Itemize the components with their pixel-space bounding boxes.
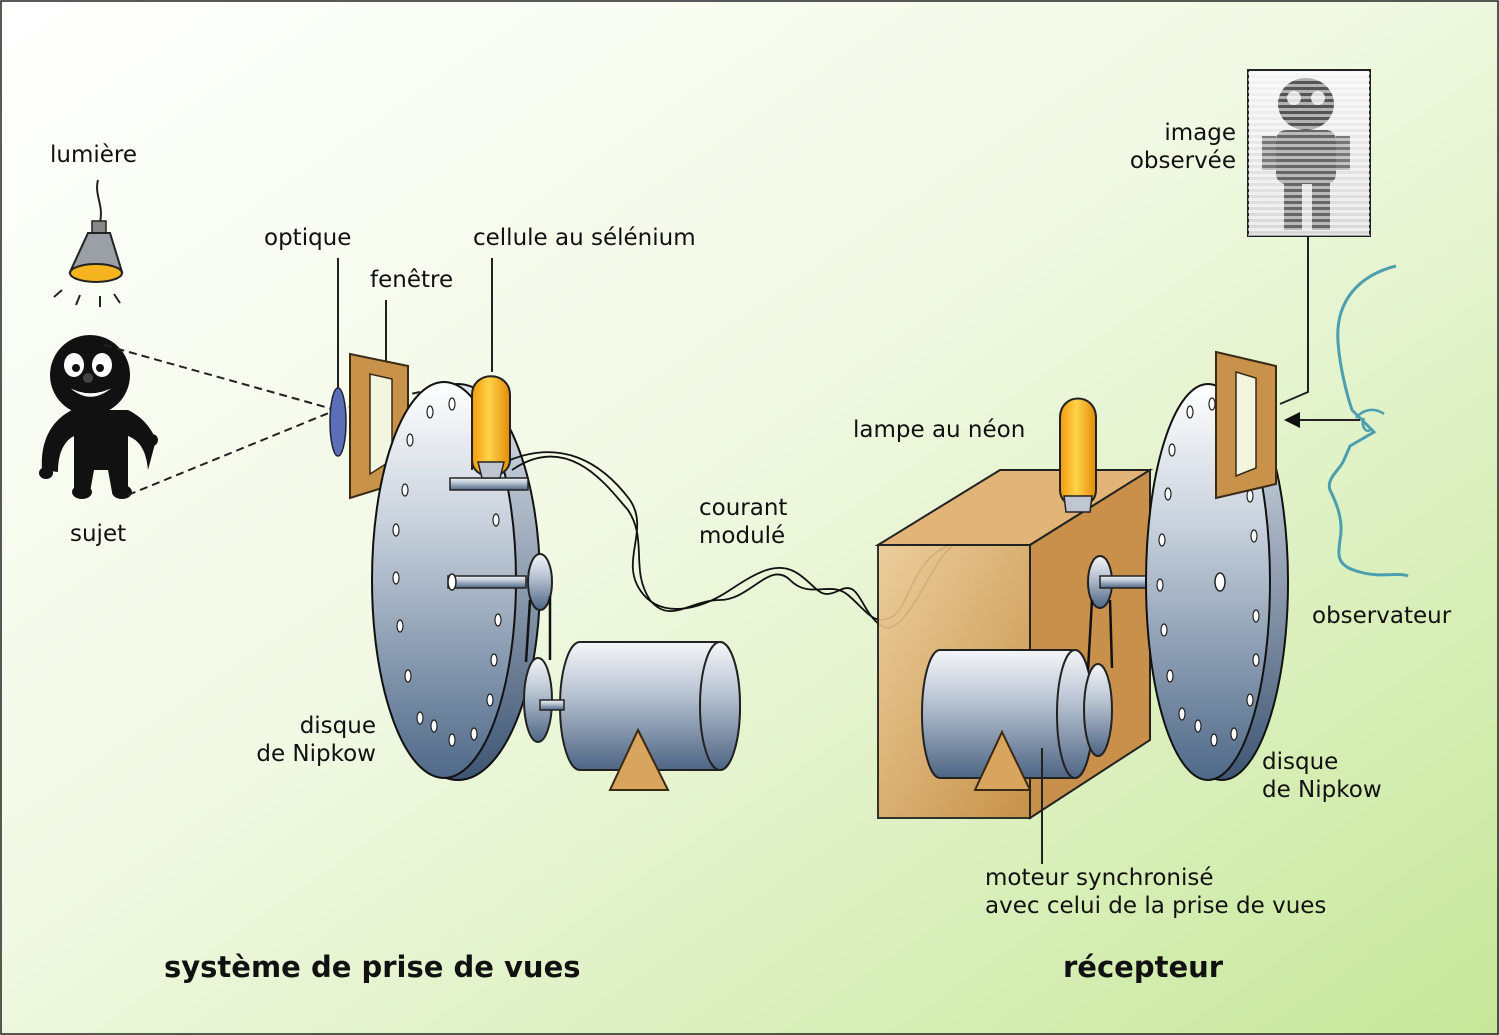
label-disque-right-line1: disque [1262,749,1339,775]
label-observateur: observateur [1312,603,1452,629]
label-cellule: cellule au sélénium [473,225,696,251]
label-lampe-neon: lampe au néon [853,417,1026,443]
right-motor [921,649,1113,791]
subject-figure [39,335,158,499]
title-right: récepteur [1063,950,1224,984]
left-motor [539,641,741,791]
right-window-frame [1215,350,1277,500]
label-disque-left-line1: disque [299,713,376,739]
label-disque-right-line2: de Nipkow [1262,777,1382,803]
lens-icon [329,387,347,457]
neon-lamp-icon [1059,397,1097,513]
label-fenetre: fenêtre [370,267,454,293]
label-image-line1: image [1164,120,1236,146]
label-moteur: moteur synchronisé avec celui de la pris… [985,864,1326,920]
left-pulley-belt [523,553,553,743]
label-image-line2: observée [1129,148,1236,174]
label-lumiere: lumière [50,142,138,168]
sight-arrow [1284,412,1360,428]
selenium-cell-icon [449,375,529,491]
observer-face-icon [1327,264,1409,578]
label-disque-left: disque de Nipkow [236,712,376,768]
label-courant: courant modulé [699,494,787,550]
label-courant-line2: modulé [699,523,786,549]
label-optique: optique [264,225,352,251]
label-disque-right: disque de Nipkow [1262,748,1382,804]
title-left: système de prise de vues [164,950,581,984]
label-image-observee: image observée [1100,119,1236,175]
observed-image [1247,69,1371,237]
label-courant-line1: courant [699,495,788,521]
label-moteur-line1: moteur synchronisé [985,865,1214,891]
right-pulley-belt [1086,555,1151,671]
left-nipkow-disc [371,381,541,781]
lamp-icon [53,179,124,307]
image-leader [1279,236,1309,405]
label-moteur-line2: avec celui de la prise de vues [985,893,1327,919]
label-sujet: sujet [70,521,127,547]
label-disque-left-line2: de Nipkow [256,741,376,767]
